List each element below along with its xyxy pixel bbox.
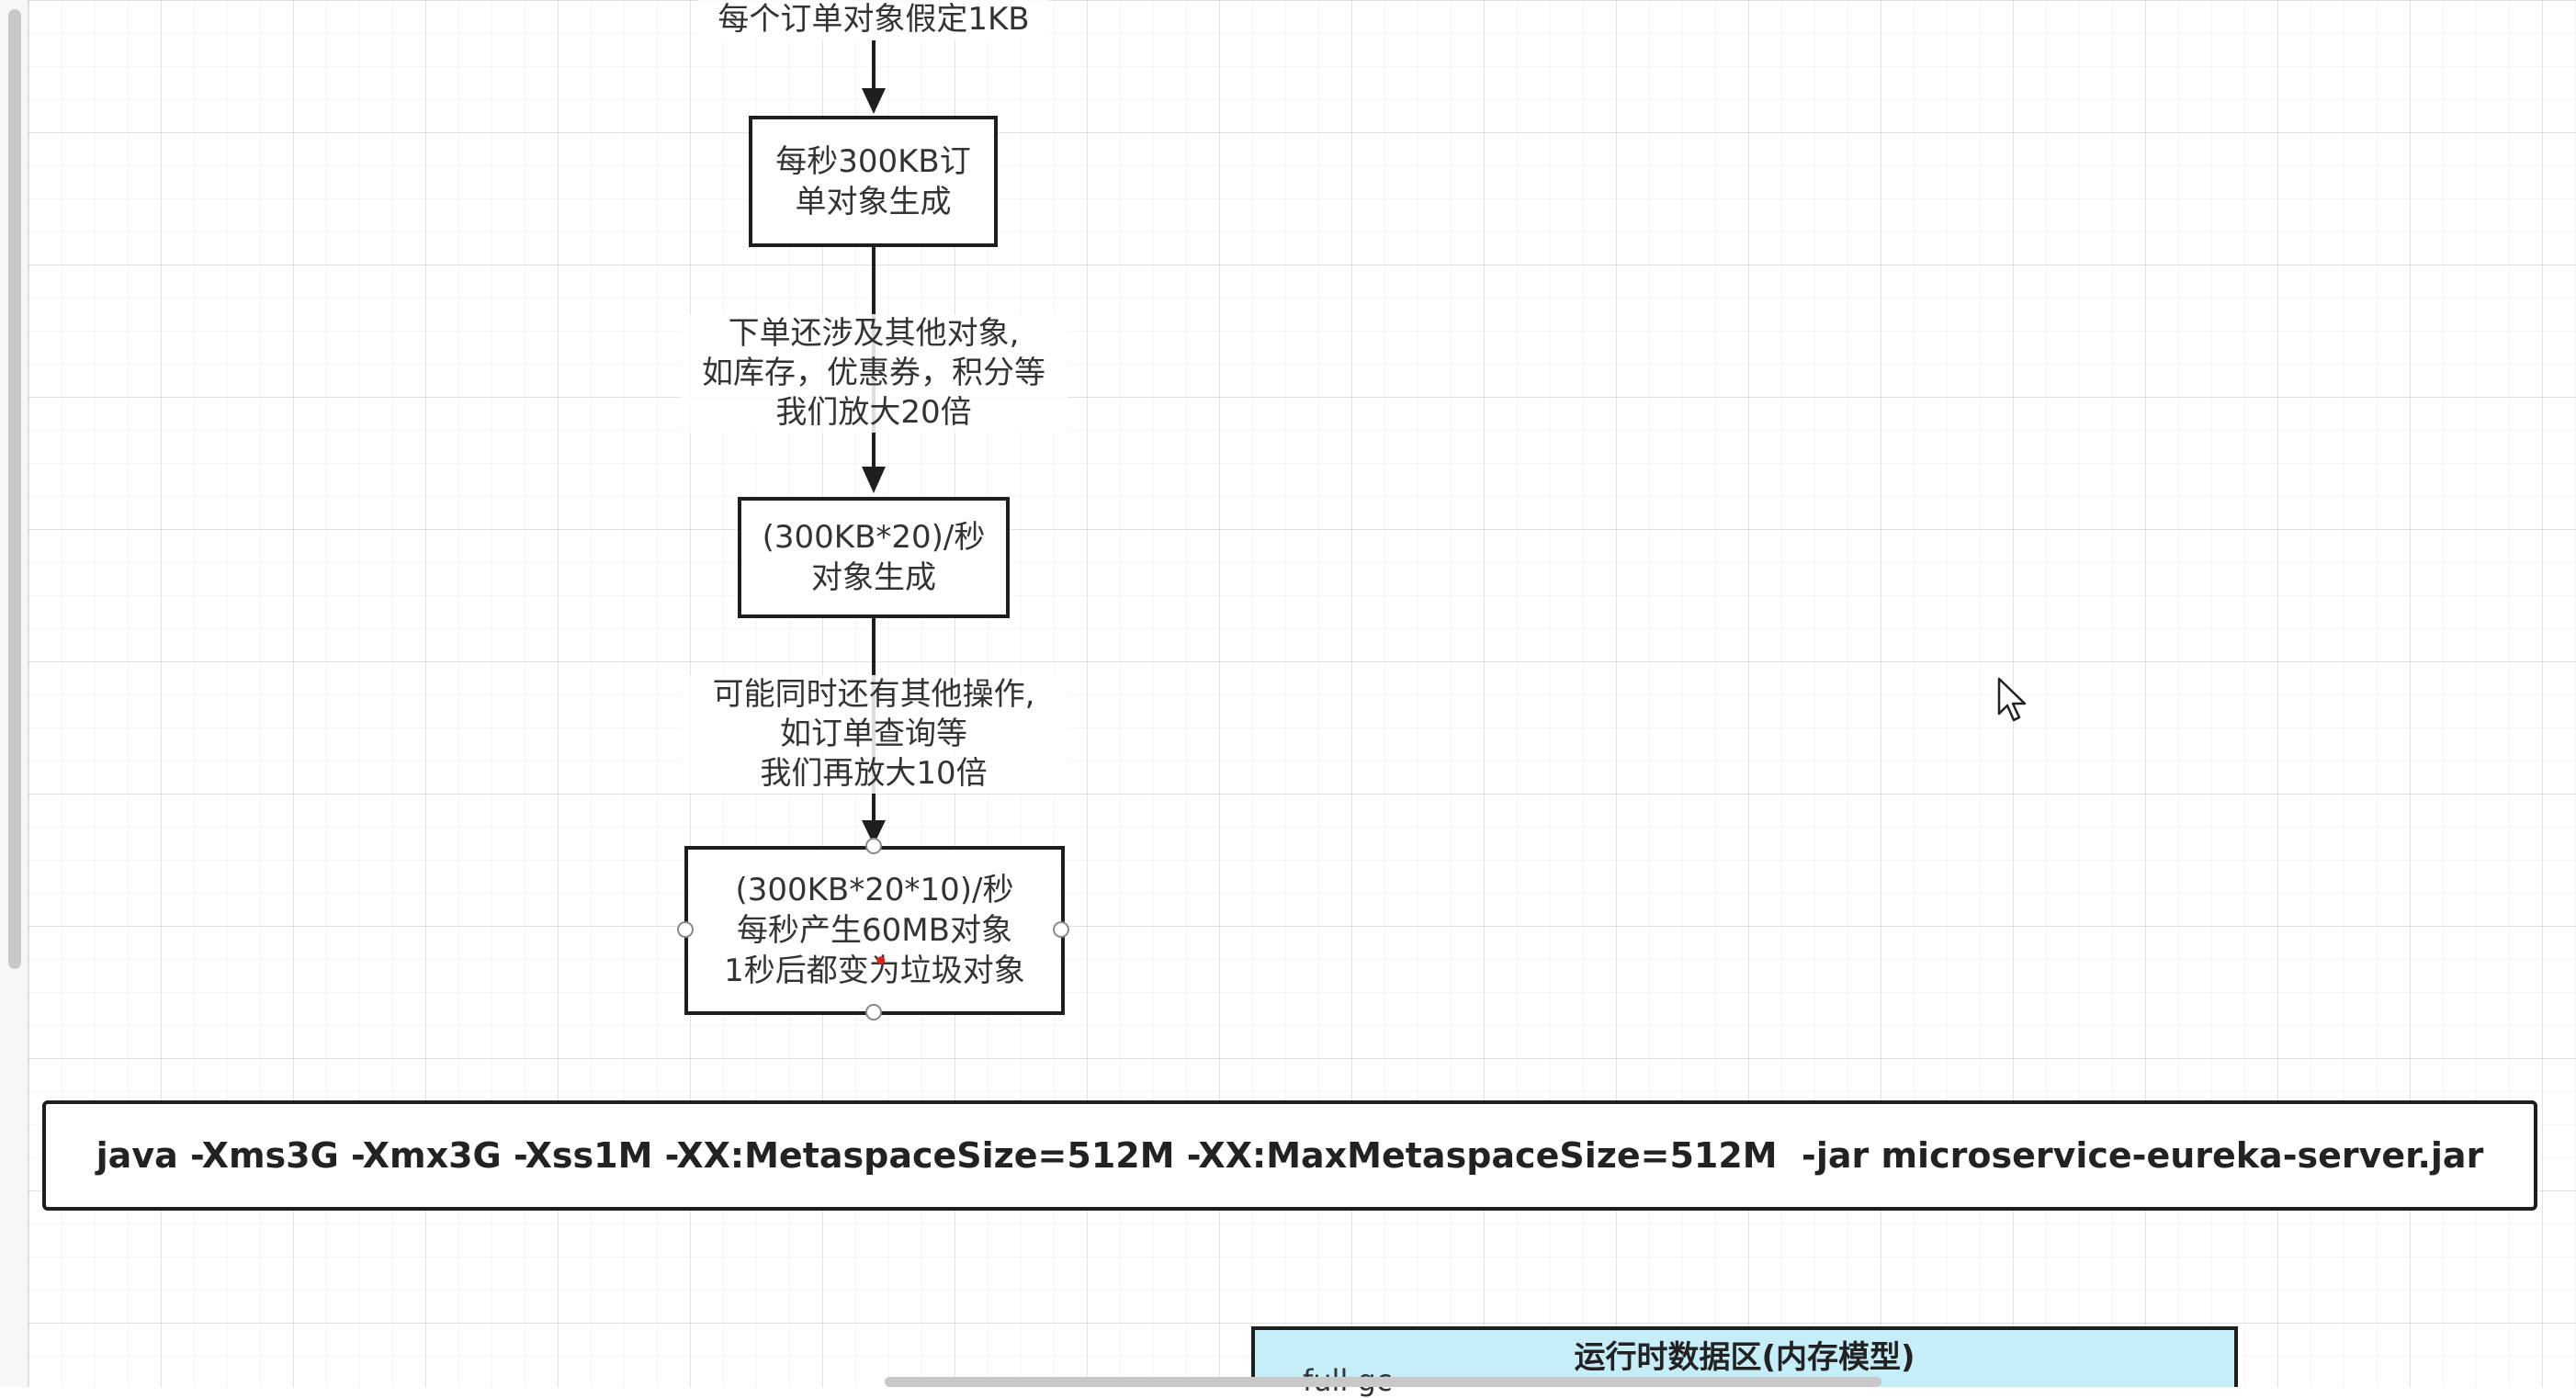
node-60mb-per-second-text: (300KB*20*10)/秒 每秒产生60MB对象 1秒后都变为垃圾对象 [724, 872, 1025, 989]
arrowhead-1 [862, 467, 886, 493]
edge-label-amplify-10: 可能同时还有其他操作, 如订单查询等 我们再放大10倍 [680, 675, 1068, 794]
top-label: 每个订单对象假定1KB [698, 0, 1049, 39]
arrowhead-top [862, 88, 886, 114]
connection-handle-top[interactable] [865, 838, 882, 854]
red-marker: • [873, 946, 889, 978]
node-300kb-times-20-text: (300KB*20)/秒 对象生成 [762, 519, 986, 596]
node-60mb-per-second[interactable]: (300KB*20*10)/秒 每秒产生60MB对象 1秒后都变为垃圾对象 [684, 846, 1065, 1015]
arrowhead-2 [862, 820, 886, 845]
node-per-second-300kb[interactable]: 每秒300KB订 单对象生成 [749, 116, 998, 247]
node-per-second-300kb-text: 每秒300KB订 单对象生成 [775, 142, 971, 220]
vertical-scrollbar-thumb[interactable] [8, 9, 21, 969]
connection-handle-bottom[interactable] [865, 1004, 882, 1020]
java-command-text: java -Xms3G -Xmx3G -Xss1M -XX:MetaspaceS… [96, 1135, 2484, 1176]
connection-handle-right[interactable] [1053, 921, 1069, 938]
edge-label-amplify-20: 下单还涉及其他对象, 如库存，优惠券，积分等 我们放大20倍 [680, 314, 1068, 433]
runtime-data-area-title: 运行时数据区(内存模型) [1574, 1339, 1915, 1376]
horizontal-scrollbar-thumb[interactable] [885, 1377, 1881, 1387]
connection-handle-left[interactable] [677, 921, 694, 938]
mouse-cursor-icon [1997, 677, 2027, 722]
java-command-box[interactable]: java -Xms3G -Xmx3G -Xss1M -XX:MetaspaceS… [42, 1100, 2537, 1211]
node-300kb-times-20[interactable]: (300KB*20)/秒 对象生成 [738, 497, 1010, 618]
vertical-scrollbar[interactable] [0, 0, 28, 1387]
